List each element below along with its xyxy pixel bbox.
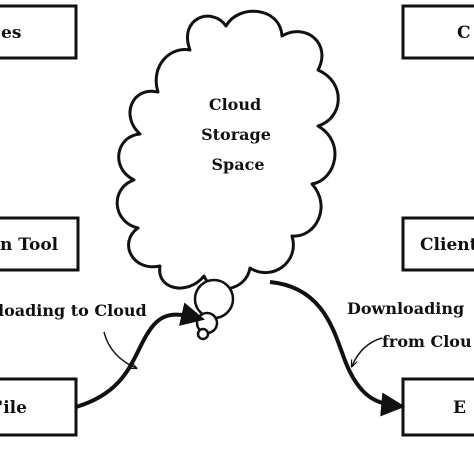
cloud-label-line2: Storage [201,125,271,144]
box-mid-right: Client [401,216,474,272]
download-label-line2: from Clou [382,332,472,351]
download-arrow [269,280,406,417]
box-mid-left-label: n Tool [0,235,59,255]
cloud-label-line1: Cloud [209,95,261,114]
box-top-right: C [401,4,474,60]
upload-label: loading to Cloud [0,301,147,320]
box-bottom-right-label: E [453,398,466,418]
box-bottom-left-label: 'ile [0,398,27,418]
box-top-right-label: C [457,23,471,43]
cloud-bubbles [193,278,235,341]
upload-arrow [75,302,206,409]
download-label-line1: Downloading [347,299,464,318]
download-label-pointer [352,337,383,366]
cloud-storage-shape: Cloud Storage Space [115,9,340,291]
box-mid-right-label: Client [420,235,474,255]
box-bottom-right: E [401,377,474,437]
cloud-label-line3: Space [211,155,264,174]
box-top-left-label: es [1,23,21,43]
box-top-left: es [0,4,78,60]
box-mid-left: n Tool [0,216,80,272]
box-bottom-left: 'ile [0,377,78,437]
upload-label-pointer [103,331,136,368]
